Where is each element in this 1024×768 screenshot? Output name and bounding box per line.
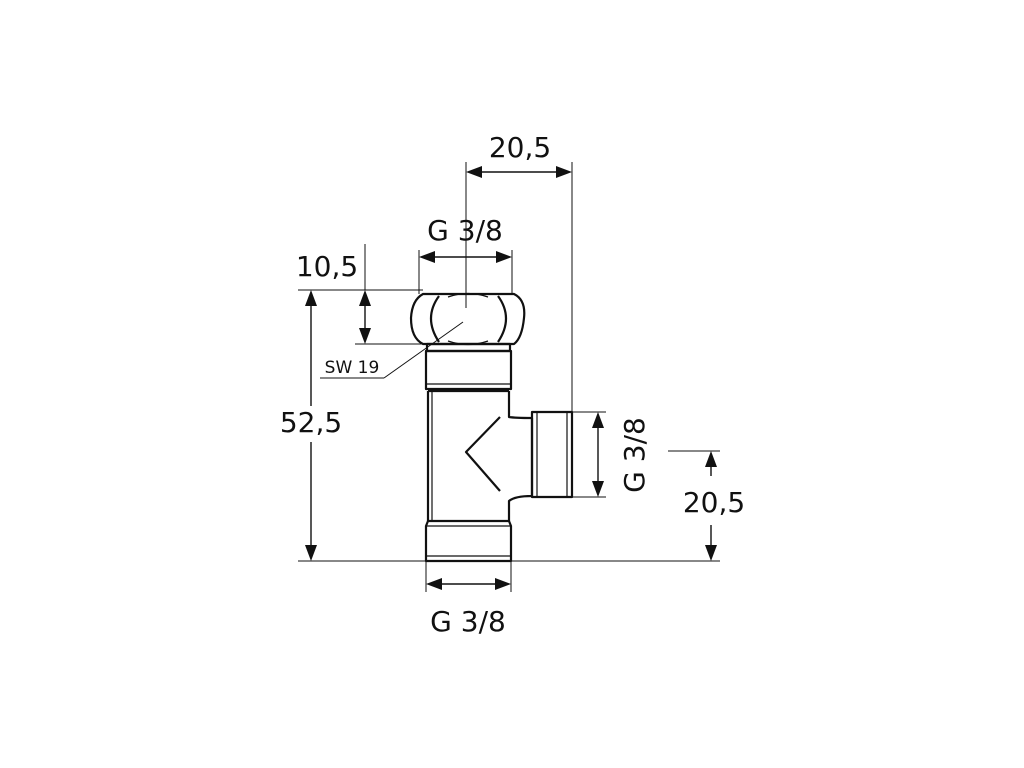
dimension-top-thread: G 3/8 <box>418 214 513 294</box>
arrow-up <box>359 290 371 306</box>
hex-nut <box>409 292 526 346</box>
dimension-side-height: 20,5 <box>668 450 745 561</box>
dimension-bottom-thread: G 3/8 <box>425 561 512 638</box>
label-side-thread: G 3/8 <box>618 417 651 493</box>
arrow-up <box>705 451 717 467</box>
arrow-left <box>466 166 482 178</box>
arrow-down <box>592 481 604 497</box>
arrow-right <box>495 578 511 590</box>
label-nut-height: 10,5 <box>296 250 358 283</box>
dimension-side-thread: G 3/8 <box>572 411 651 498</box>
label-bottom-thread: G 3/8 <box>430 605 506 638</box>
valve-body <box>409 292 574 563</box>
label-top-width: 20,5 <box>489 131 551 164</box>
arrow-down <box>705 545 717 561</box>
arrow-up <box>592 412 604 428</box>
label-total-height: 52,5 <box>280 406 342 439</box>
arrow-right <box>496 251 512 263</box>
arrow-left <box>419 251 435 263</box>
leader-wrench-size: SW 19 <box>320 321 464 379</box>
main-body <box>426 389 534 521</box>
side-outlet-thread <box>530 410 574 499</box>
arrow-right <box>556 166 572 178</box>
dimension-total-height: 52,5 <box>280 290 720 562</box>
label-wrench-size: SW 19 <box>325 358 380 378</box>
dimension-nut-height: 10,5 <box>296 244 426 345</box>
label-top-thread: G 3/8 <box>427 214 503 247</box>
collar <box>424 342 513 391</box>
arrow-left <box>426 578 442 590</box>
arrow-down <box>305 545 317 561</box>
dimension-top-width: 20,5 <box>465 131 573 412</box>
bottom-inlet-thread <box>424 519 513 563</box>
label-side-height: 20,5 <box>683 486 745 519</box>
arrow-up <box>305 290 317 306</box>
arrow-down <box>359 328 371 344</box>
